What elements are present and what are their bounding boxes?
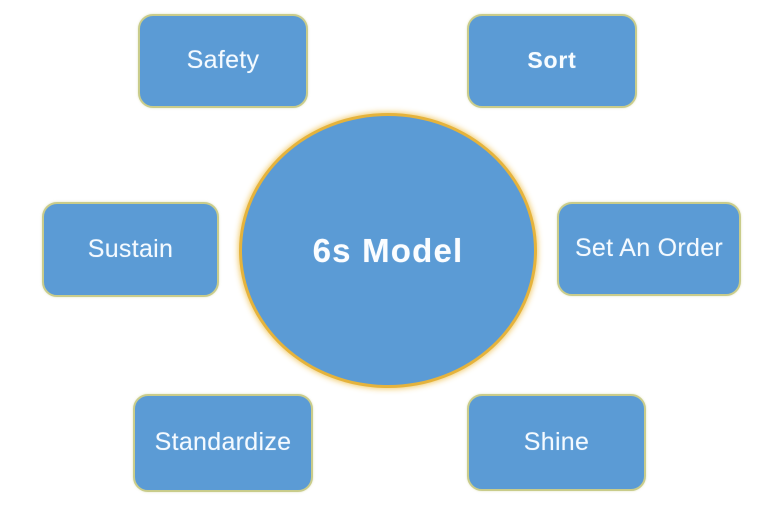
node-set-an-order: Set An Order [557, 202, 741, 296]
node-sustain: Sustain [42, 202, 219, 297]
node-shine-label: Shine [523, 427, 590, 456]
node-sort: Sort [467, 14, 637, 108]
diagram-title: 6s Model [312, 231, 464, 269]
node-safety-label: Safety [186, 46, 260, 75]
node-standardize: Standardize [133, 394, 313, 492]
node-sustain-label: Sustain [87, 234, 174, 263]
node-safety: Safety [138, 14, 308, 108]
node-set-an-order-label: Set An Order [574, 234, 724, 263]
center-ellipse: 6s Model [239, 113, 537, 388]
node-standardize-label: Standardize [154, 428, 292, 457]
node-sort-label: Sort [527, 47, 577, 74]
node-shine: Shine [467, 394, 646, 491]
